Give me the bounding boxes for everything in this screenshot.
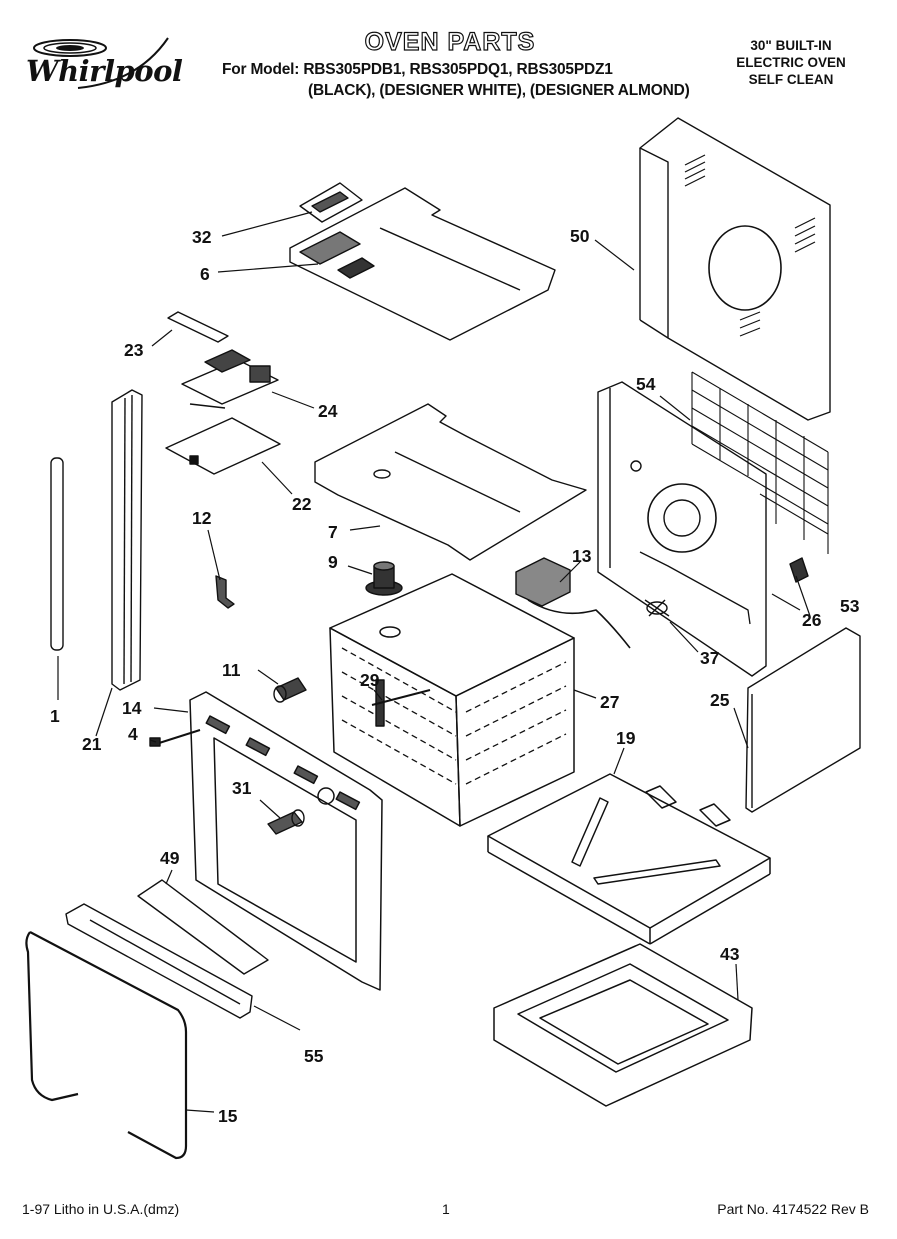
part-49-strip xyxy=(137,879,269,975)
part-6-top-panel xyxy=(289,187,556,341)
part-4-screw xyxy=(149,729,201,747)
callout-27: 27 xyxy=(600,692,620,712)
part-1-rod xyxy=(50,457,64,651)
callout-15: 15 xyxy=(218,1106,238,1126)
callout-7: 7 xyxy=(328,522,338,542)
callout-12: 12 xyxy=(192,508,212,528)
callout-29: 29 xyxy=(360,670,380,690)
part-32-bracket xyxy=(299,182,363,223)
part-11-connector xyxy=(273,677,307,703)
product-description: 30" BUILT-IN ELECTRIC OVEN SELF CLEAN xyxy=(721,37,861,88)
part-21-side-trim xyxy=(111,389,143,691)
callout-24: 24 xyxy=(318,401,338,421)
callout-49: 49 xyxy=(160,848,180,868)
part-15-gasket xyxy=(25,931,188,1160)
callout-1: 1 xyxy=(50,706,60,726)
callout-37: 37 xyxy=(700,648,720,668)
callout-9: 9 xyxy=(328,552,338,572)
callout-31: 31 xyxy=(232,778,252,798)
part-19-pan xyxy=(487,773,771,945)
part-37-bracket xyxy=(644,599,670,617)
whirlpool-logo: Whirlpool xyxy=(18,32,188,94)
callout-43: 43 xyxy=(720,944,740,964)
footer-page-number: 1 xyxy=(442,1201,450,1217)
part-53-clip xyxy=(789,557,809,583)
desc-line-3: SELF CLEAN xyxy=(748,72,834,87)
part-54-back-assembly xyxy=(597,371,829,677)
part-50-rear-panel xyxy=(639,117,831,421)
callout-32: 32 xyxy=(192,227,212,247)
footer-part-number: Part No. 4174522 Rev B xyxy=(717,1201,869,1217)
callout-25: 25 xyxy=(710,690,730,710)
callout-11: 11 xyxy=(222,660,241,680)
callout-14: 14 xyxy=(122,698,142,718)
callout-22: 22 xyxy=(292,494,312,514)
callout-50: 50 xyxy=(570,226,590,246)
desc-line-2: ELECTRIC OVEN xyxy=(736,55,846,70)
part-12-clip xyxy=(215,575,235,609)
part-9-switch xyxy=(365,561,403,596)
part-22-plate xyxy=(165,417,281,475)
callout-4: 4 xyxy=(128,724,138,744)
whirlpool-swirl-icon xyxy=(33,37,169,89)
part-14-front-frame xyxy=(189,691,383,991)
callout-55: 55 xyxy=(304,1046,324,1066)
callout-19: 19 xyxy=(616,728,636,748)
part-13-thermostat xyxy=(515,557,631,649)
callout-6: 6 xyxy=(200,264,210,284)
part-25-side-panel xyxy=(745,627,861,813)
callout-21: 21 xyxy=(82,734,102,754)
part-55-front-trim xyxy=(65,903,253,1019)
callout-23: 23 xyxy=(124,340,144,360)
part-31-shaft xyxy=(267,809,305,835)
desc-line-1: 30" BUILT-IN xyxy=(750,38,832,53)
part-24-bracket-assembly xyxy=(181,349,279,409)
model-line: For Model: RBS305PDB1, RBS305PDQ1, RBS30… xyxy=(222,61,613,78)
part-29-element xyxy=(371,679,431,727)
callout-leader-lines xyxy=(57,211,811,1113)
part-43-bottom-tray xyxy=(493,943,753,1107)
part-7-heat-shield xyxy=(314,403,587,561)
callout-13: 13 xyxy=(572,546,592,566)
brand-name: Whirlpool xyxy=(26,54,183,88)
part-27-oven-cavity xyxy=(329,573,575,827)
footer-litho: 1-97 Litho in U.S.A.(dmz) xyxy=(22,1201,180,1217)
colors-line: (BLACK), (DESIGNER WHITE), (DESIGNER ALM… xyxy=(308,82,690,99)
callout-53: 53 xyxy=(840,596,860,616)
callout-54: 54 xyxy=(636,374,656,394)
part-23-strip xyxy=(167,311,229,343)
callout-26: 26 xyxy=(802,610,822,630)
page-title: OVEN PARTS xyxy=(364,27,536,56)
